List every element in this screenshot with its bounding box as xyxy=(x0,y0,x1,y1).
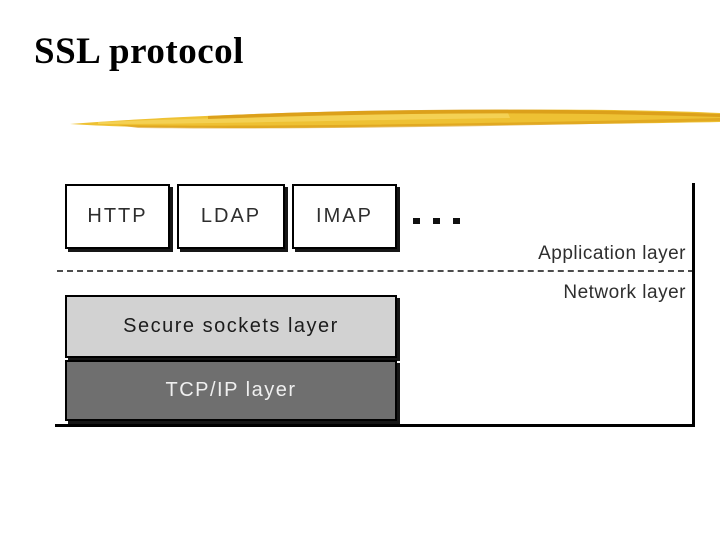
ellipsis-dot xyxy=(433,218,440,224)
ellipsis-dot xyxy=(453,218,460,224)
protocol-box-imap-label: IMAP xyxy=(316,205,373,227)
diagram-right-border-line xyxy=(692,183,695,427)
ellipsis-icon xyxy=(413,218,460,224)
ellipsis-dot xyxy=(413,218,420,224)
protocol-box-http: HTTP xyxy=(65,184,170,249)
secure-sockets-layer-box: Secure sockets layer xyxy=(65,295,397,358)
network-layer-label: Network layer xyxy=(563,282,686,303)
brush-light-path xyxy=(98,113,510,124)
slide-title: SSL protocol xyxy=(34,31,244,72)
protocol-box-imap: IMAP xyxy=(292,184,397,249)
secure-sockets-layer-label: Secure sockets layer xyxy=(123,315,339,337)
protocol-box-ldap-label: LDAP xyxy=(200,205,262,227)
tcp-ip-layer-box: TCP/IP layer xyxy=(65,360,397,421)
brush-dark-path-bottom xyxy=(118,118,720,129)
brush-dark-path-top xyxy=(208,109,720,119)
diagram-baseline xyxy=(55,424,695,427)
brush-stroke-accent xyxy=(70,109,720,129)
application-layer-label: Application layer xyxy=(538,243,686,264)
protocol-box-http-label: HTTP xyxy=(87,205,148,227)
tcp-ip-layer-label: TCP/IP layer xyxy=(165,379,297,401)
protocol-box-ldap: LDAP xyxy=(177,184,285,249)
layer-divider-dashed-line xyxy=(57,270,694,272)
